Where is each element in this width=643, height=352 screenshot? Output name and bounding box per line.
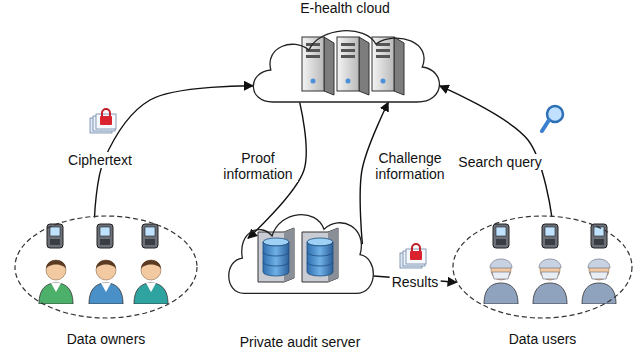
owner-people [134,260,168,304]
node-label: Data users [509,331,577,347]
edge-label-holder: Search query [456,154,543,170]
user-phones [493,224,509,248]
cloud-outline [229,215,374,294]
edge-label-holder: Ciphertext [66,152,134,168]
dashed-ellipse [453,216,632,318]
user-people [484,259,518,304]
dashed-ellipse [14,215,198,319]
lock-icon [90,109,116,133]
arrow-connector [440,86,552,217]
cloud-servers [302,37,334,95]
node-label: E-health cloud [300,0,390,16]
cloud-outline [253,31,439,102]
dashed-ellipse [452,215,633,319]
owner-phones [142,224,158,248]
edge-label-holder: Challenge information [370,150,450,182]
lock-icon [400,244,426,268]
audit-servers [258,228,294,282]
edge-label-holder: Results [390,274,441,290]
edge-label-holder: Proof information [218,150,298,182]
cloud-servers [337,37,369,95]
user-phones [542,224,558,248]
cloud-node: Private audit server [220,205,380,350]
audit-servers [258,228,338,282]
owner-phones [97,224,113,248]
cloud-outline [242,22,448,108]
edge-label: Results [390,274,441,290]
node-label: Private audit server [240,334,361,350]
cloud-servers [302,37,404,95]
owner-people [39,260,73,304]
owner-phones [47,224,158,248]
group-ellipse: Data users [450,215,635,347]
magnifier-icon [542,106,563,131]
node-label: Data owners [67,331,146,347]
user-people [533,259,567,304]
user-people [484,259,616,304]
dashed-ellipse [15,216,197,318]
group-ellipse: Data owners [10,215,202,347]
user-people [582,259,616,304]
user-phones [493,224,607,248]
edge-label: Ciphertext [66,152,134,168]
audit-servers [302,228,338,282]
owner-people [39,260,168,304]
edge-label: Challenge information [370,150,450,182]
cloud-node: E-health cloud [242,0,448,110]
edge-label: Proof information [218,150,298,182]
edge-label: Search query [456,154,543,170]
cloud-servers [372,37,404,95]
cloud-outline [220,205,380,300]
owner-people [89,260,123,304]
